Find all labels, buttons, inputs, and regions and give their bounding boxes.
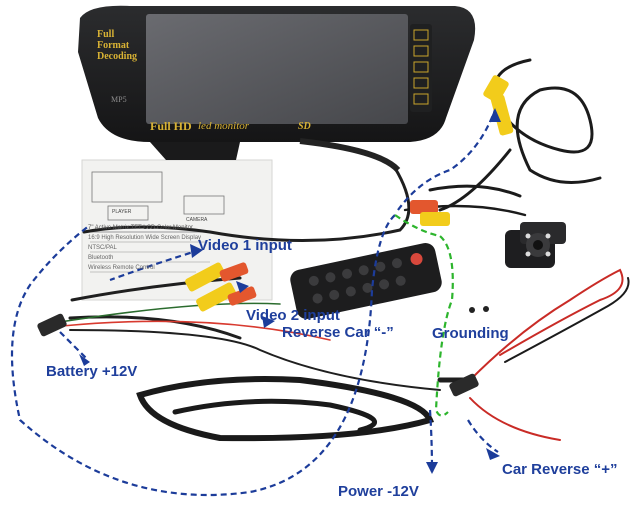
brand-led-monitor: led monitor: [198, 120, 250, 132]
arrow-heads: [79, 108, 501, 474]
manual-line: Wireless Remote Control: [88, 265, 155, 271]
monitor-screen: [146, 14, 408, 124]
brand-full-hd: Full HD: [150, 119, 192, 133]
logo-line-1: Full: [97, 29, 115, 40]
rca-camera-red: [410, 200, 438, 214]
guide-lines: [10, 109, 499, 497]
rca-plugs: [37, 75, 514, 397]
power-button-icon: [413, 93, 429, 105]
backup-camera: [505, 222, 566, 268]
rca-camera-yellow: [420, 212, 450, 226]
manual-player-label: PLAYER: [112, 209, 132, 215]
sd-logo: SD: [298, 121, 311, 132]
wiring-harness: [59, 58, 630, 442]
remote-control: [290, 243, 489, 319]
reverse-car-negative-label: Reverse Car “-”: [282, 324, 394, 341]
logo-line-2: Format: [97, 40, 130, 51]
car-reverse-positive-label: Car Reverse “+”: [502, 461, 618, 478]
mirror-monitor: [78, 5, 476, 173]
power-12v-label: Power -12V: [338, 483, 419, 500]
video-1-input-label: Video 1 input: [198, 237, 292, 254]
manual-line: 16:9 High Resolution Wide Screen Display: [88, 235, 202, 241]
dc-power-plug: [37, 313, 67, 337]
rca-video2-yellow: [196, 282, 236, 312]
mp5-label: MP5: [111, 95, 127, 104]
battery-12v-label: Battery +12V: [46, 363, 138, 380]
manual-line: NTSC/PAL: [88, 245, 117, 251]
manual-line: Bluetooth: [88, 255, 114, 261]
grounding-label: Grounding: [432, 325, 509, 342]
logo-line-3: Decoding: [97, 51, 137, 62]
video-2-input-label: Video 2 input: [246, 307, 340, 324]
manual-camera-label: CAMERA: [186, 217, 208, 223]
instruction-manual: [81, 159, 273, 301]
manual-title: 7" Active Matrix TFT LCD Color Monitor: [88, 225, 193, 231]
rca-video1-yellow: [185, 262, 225, 292]
